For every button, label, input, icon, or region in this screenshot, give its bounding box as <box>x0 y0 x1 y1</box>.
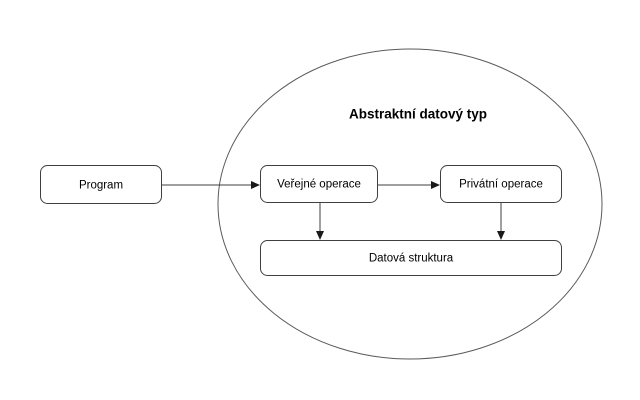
node-label: Privátní operace <box>459 179 543 191</box>
edge-privatni-to-datova <box>497 203 505 240</box>
node-shape[interactable] <box>40 165 162 204</box>
node-label: Program <box>79 180 123 192</box>
group-boundary-ellipse <box>217 48 603 360</box>
node-verejne-operace[interactable]: Veřejné operace <box>260 165 378 203</box>
edge-program-to-verejne <box>162 181 260 189</box>
node-label: Veřejné operace <box>277 179 361 191</box>
group-title: Abstraktní datový typ <box>349 107 487 122</box>
arrowhead-icon <box>316 231 324 240</box>
arrowhead-icon <box>497 231 505 240</box>
node-shape[interactable] <box>260 165 378 203</box>
arrowhead-icon <box>431 181 440 189</box>
edge-verejne-to-privatni <box>378 181 440 189</box>
arrowhead-icon <box>251 181 260 189</box>
node-privatni-operace[interactable]: Privátní operace <box>440 165 562 203</box>
edge-verejne-to-datova <box>316 203 324 240</box>
node-program[interactable]: Program <box>40 165 162 204</box>
node-shape[interactable] <box>260 240 562 276</box>
node-shape[interactable] <box>440 165 562 203</box>
node-datova-struktura[interactable]: Datová struktura <box>260 240 562 276</box>
node-label: Datová struktura <box>369 253 454 265</box>
